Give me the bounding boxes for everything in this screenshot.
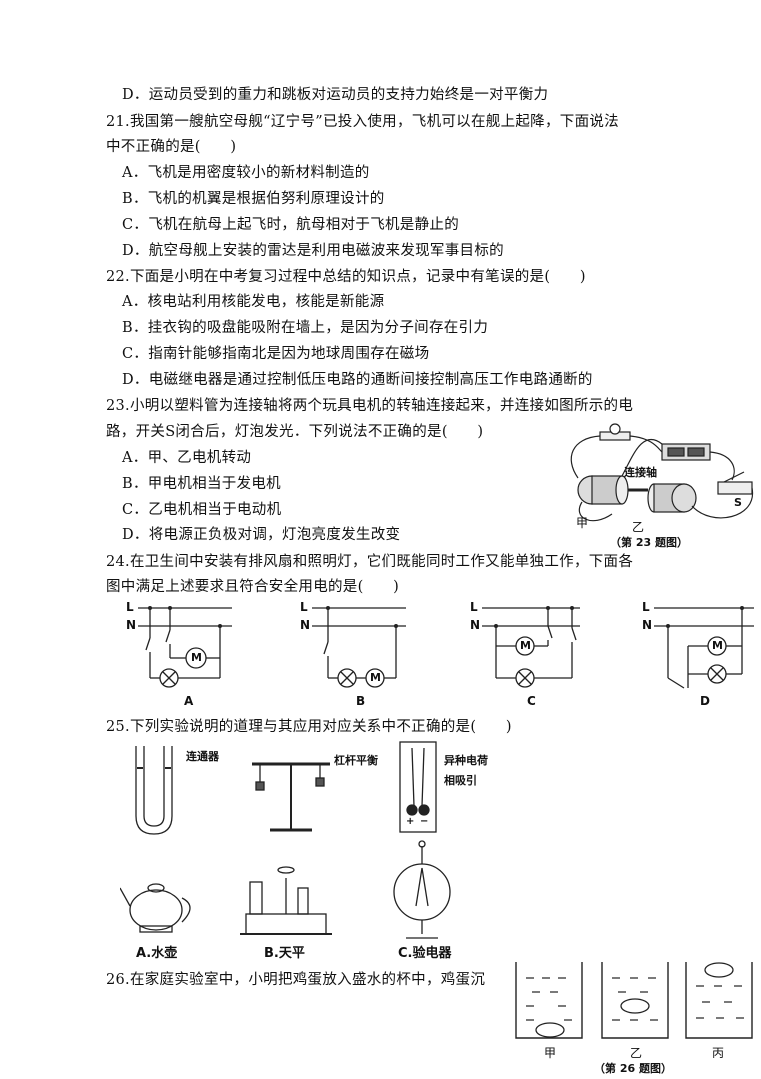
label-connecting-shaft: 连接轴 [624,466,657,479]
circuit-c-label: C [527,694,536,708]
q22-option-d: D．电磁继电器是通过控制低压电路的通断间接控制高压工作电路通断的 [122,372,593,388]
label-teapot: A.水壶 [136,946,178,961]
label-cup-jia: 甲 [544,1046,557,1060]
q21-stem-cont: 中不正确的是( ) [106,139,237,155]
label-electroscope: C.验电器 [398,946,452,961]
q23-option-a: A．甲、乙电机转动 [122,450,252,466]
q21-option-c: C．飞机在航母上起飞时，航母相对于飞机是静止的 [122,217,459,233]
q21-stem: 21.我国第一艘航空母舰“辽宁号”已投入使用，飞机可以在舰上起降，下面说法 [106,114,619,130]
circuit-a-label: A [184,694,194,708]
label-cup-bing: 丙 [712,1046,725,1060]
figure-26-drawing [515,962,753,1039]
circuit-d-L: L [642,600,650,614]
figure-23-caption: （第 23 题图） [610,536,688,549]
label-minus: − [420,816,429,827]
circuit-c-N: N [470,618,481,632]
figure-25-drawing [119,741,451,939]
circuit-c-L: L [470,600,478,614]
q21-option-a: A．飞机是用密度较小的新材料制造的 [122,165,370,181]
circuit-c-motor-M: M [520,639,531,652]
label-lever-balance: 杠杆平衡 [334,754,378,767]
label-balance-scale: B.天平 [264,946,305,961]
q23-option-c: C．乙电机相当于电动机 [122,502,282,518]
figure-26-caption: （第 26 题图） [594,1062,672,1075]
figure-24-drawing [138,606,754,689]
q20-option-d: D．运动员受到的重力和跳板对运动员的支持力始终是一对平衡力 [122,87,549,103]
label-opposite-charges-1: 异种电荷 [444,754,488,767]
q22-option-c: C．指南针能够指南北是因为地球周围存在磁场 [122,346,430,362]
figure-25-experiments: 连通器 杠杆平衡 异种电荷 相吸引 + − A.水壶 B.天平 C.验电器 [119,738,520,961]
label-motor-jia: 甲 [576,516,589,530]
q22-stem: 22.下面是小明在中考复习过程中总结的知识点，记录中有笔误的是( ) [106,269,586,285]
q25-stem: 25.下列实验说明的道理与其应用对应关系中不正确的是( ) [106,719,512,735]
q21-option-d: D．航空母舰上安装的雷达是利用电磁波来发现军事目标的 [122,243,504,259]
label-motor-yi: 乙 [632,520,645,534]
q26-stem: 26.在家庭实验室中，小明把鸡蛋放入盛水的杯中，鸡蛋沉 [106,972,486,988]
circuit-d-label: D [700,694,710,708]
circuit-b-N: N [300,618,311,632]
q23-stem-cont: 路，开关S闭合后，灯泡发光．下列说法不正确的是( ) [106,424,484,440]
circuit-b-label: B [356,694,366,708]
figure-23-drawing [570,423,754,522]
circuit-a-L: L [126,600,134,614]
figure-26-eggs-in-water: 甲 乙 丙 （第 26 题图） [510,958,761,1075]
circuit-d-N: N [642,618,653,632]
circuit-a-motor-M: M [191,651,202,664]
q22-option-b: B．挂衣钩的吸盘能吸附在墙上，是因为分子间存在引力 [122,320,489,336]
figure-23-motor-circuit: 连接轴 甲 乙 S （第 23 题图） [562,418,761,550]
label-switch-s: S [734,496,742,509]
q23-option-b: B．甲电机相当于发电机 [122,476,281,492]
label-plus: + [406,816,415,827]
figure-24-circuits: L N M A L N M B L N M C L N M D [120,598,760,710]
circuit-d-motor-M: M [712,639,723,652]
q24-stem: 24.在卫生间中安装有排风扇和照明灯，它们既能同时工作又能单独工作，下面各 [106,554,634,570]
label-connected-vessel: 连通器 [186,750,219,763]
q24-stem-cont: 图中满足上述要求且符合安全用电的是( ) [106,579,400,595]
label-opposite-charges-2: 相吸引 [444,774,477,787]
q21-option-b: B．飞机的机翼是根据伯努利原理设计的 [122,191,385,207]
circuit-b-motor-M: M [370,671,381,684]
circuit-b-L: L [300,600,308,614]
circuit-a-N: N [126,618,137,632]
q23-option-d: D．将电源正负极对调，灯泡亮度发生改变 [122,527,401,543]
label-cup-yi: 乙 [630,1046,643,1060]
q22-option-a: A．核电站利用核能发电，核能是新能源 [122,294,385,310]
q23-stem: 23.小明以塑料管为连接轴将两个玩具电机的转轴连接起来，并连接如图所示的电 [106,398,634,414]
